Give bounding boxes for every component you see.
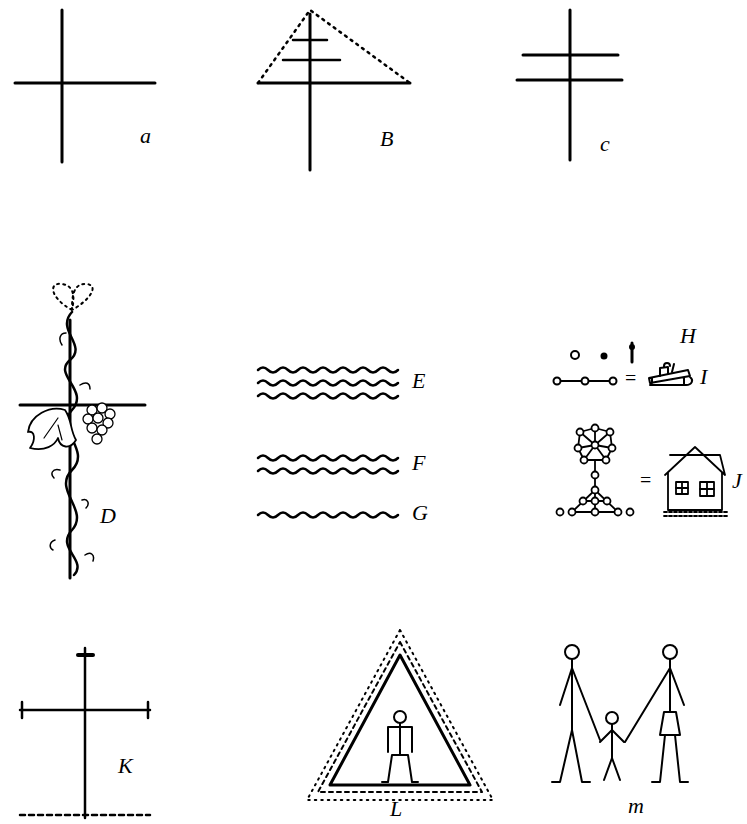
- figure-letter: J: [732, 470, 742, 492]
- triangle-figure: [307, 630, 493, 800]
- figure-letter: E: [412, 370, 425, 392]
- equals-sign: =: [640, 470, 651, 490]
- equals-sign: =: [625, 368, 636, 388]
- figure-letter: L: [390, 798, 402, 820]
- figure-letter: a: [140, 125, 151, 147]
- figure-letter: D: [100, 505, 116, 527]
- figure-letter: K: [118, 755, 133, 777]
- cross-b: [258, 10, 410, 170]
- atom-symbols: [571, 343, 634, 362]
- cross-c: [517, 10, 622, 160]
- figure-letter: F: [412, 452, 425, 474]
- wavy-lines: [258, 368, 398, 518]
- figure-letter: B: [380, 128, 393, 150]
- figure-letter: I: [700, 366, 707, 388]
- molecule-and-house: [557, 425, 729, 517]
- family-figures: [552, 645, 688, 782]
- figure-letter: G: [412, 502, 428, 524]
- figure-letter: m: [628, 795, 644, 817]
- chain-and-sled: [554, 363, 693, 385]
- figure-letter: c: [600, 133, 610, 155]
- cross-k: [20, 648, 150, 818]
- cross-a: [15, 10, 155, 162]
- figure-letter: H: [680, 325, 696, 347]
- vine-cross: [20, 284, 145, 578]
